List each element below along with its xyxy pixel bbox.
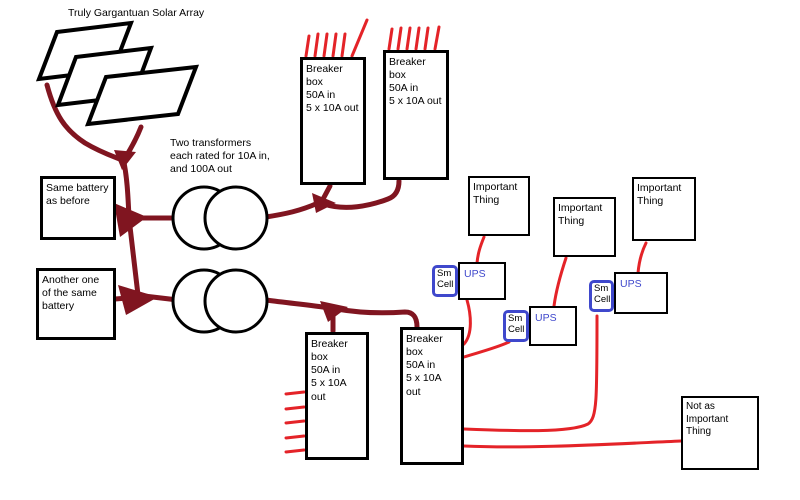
- junction-solar: [114, 150, 136, 170]
- junction-breakers-top: [312, 193, 336, 213]
- breaker1-tick: [331, 32, 338, 58]
- solar-panel: [84, 64, 200, 127]
- transformer2-coil-right: [203, 268, 269, 334]
- sm-cell-2: Sm Cell: [503, 310, 529, 342]
- breaker2-tick: [396, 26, 403, 51]
- wire-breaker4-to-notimportant: [462, 439, 683, 449]
- breaker2-tick: [405, 26, 412, 51]
- transformer1: [171, 185, 269, 251]
- breaker1-tick: [340, 32, 347, 58]
- breaker3-tick: [284, 390, 306, 396]
- breaker2-tick: [414, 26, 421, 51]
- breaker1-tick: [313, 32, 320, 58]
- wire-breaker4-to-cell2: [462, 340, 511, 359]
- output-wires: [284, 18, 683, 454]
- junction-breakers-bottom: [320, 301, 348, 322]
- ups-2: UPS: [529, 306, 577, 346]
- breaker-box-4: Breaker box 50A in 5 x 10A out: [400, 327, 464, 465]
- battery2-box: Another one of the same battery: [36, 268, 116, 340]
- breaker1-tick-long: [350, 18, 369, 58]
- junction-battery1: [114, 203, 147, 237]
- wire-to-breaker4: [334, 306, 420, 330]
- breaker2-tick: [423, 26, 430, 51]
- not-as-important-thing: Not as Important Thing: [681, 396, 759, 470]
- battery1-box: Same battery as before: [40, 176, 116, 240]
- junction-battery2: [118, 285, 158, 315]
- wire-important3-to-ups3: [636, 241, 648, 275]
- important-thing-3: Important Thing: [632, 177, 696, 241]
- breaker2-tick: [433, 25, 441, 51]
- wire-transformer1-out: [263, 200, 321, 220]
- breaker3-tick: [284, 405, 306, 411]
- breaker-box-3: Breaker box 50A in 5 x 10A out: [305, 332, 369, 460]
- important-thing-2: Important Thing: [553, 197, 616, 257]
- wire-solar-left: [44, 82, 125, 163]
- breaker2-tick: [387, 27, 394, 51]
- breaker3-tick: [284, 448, 306, 454]
- breaker1-tick: [304, 34, 311, 58]
- wire-breaker4-to-cell3: [462, 314, 599, 433]
- wire-breaker4-to-ups1: [462, 298, 472, 346]
- solar-array: [35, 20, 200, 127]
- breaker1-tick: [322, 32, 329, 58]
- breaker-box-1: Breaker box 50A in 5 x 10A out: [300, 57, 366, 185]
- transformer-note: Two transformers each rated for 10A in, …: [170, 137, 270, 176]
- wire-junctions: [114, 150, 348, 322]
- ups-3: UPS: [614, 272, 668, 314]
- sm-cell-3: Sm Cell: [589, 280, 614, 312]
- transformer2: [171, 268, 269, 334]
- transformer1-coil-right: [203, 185, 269, 251]
- ups-1: UPS: [458, 262, 506, 300]
- wire-important1-to-ups1: [475, 235, 486, 265]
- wire-bus-vertical: [126, 215, 141, 298]
- solar-array-label: Truly Gargantuan Solar Array: [68, 7, 205, 19]
- breaker-box-2: Breaker box 50A in 5 x 10A out: [383, 50, 449, 180]
- important-thing-1: Important Thing: [468, 176, 530, 236]
- sm-cell-1: Sm Cell: [432, 265, 458, 297]
- wire-important2-to-ups2: [552, 256, 568, 308]
- breaker3-tick: [284, 419, 306, 425]
- breaker3-tick: [284, 434, 306, 440]
- wire-to-breaker2: [321, 178, 402, 210]
